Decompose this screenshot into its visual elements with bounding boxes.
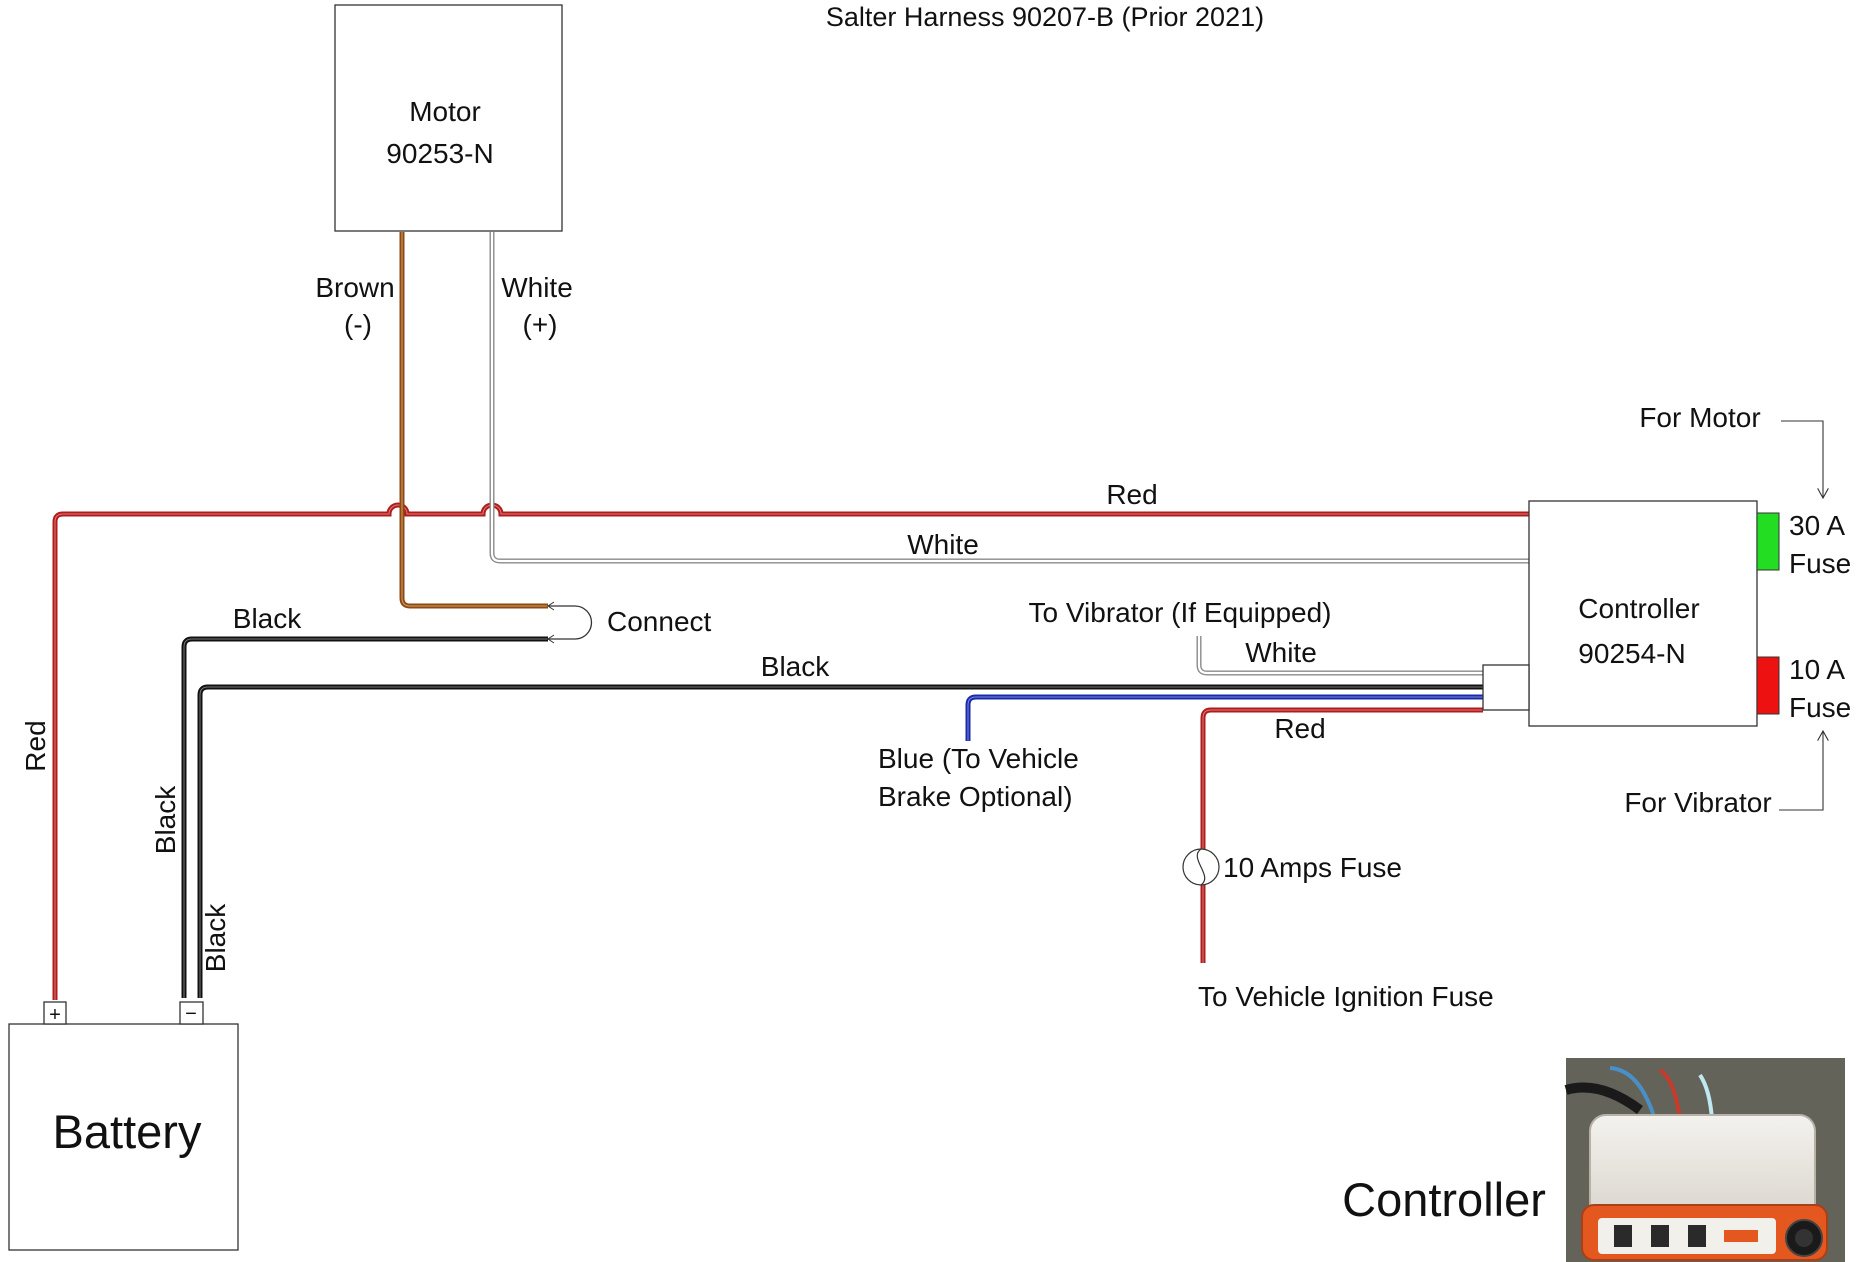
ignition-destination-label: To Vehicle Ignition Fuse <box>1198 981 1494 1012</box>
black-upper-wire <box>181 636 548 998</box>
controller-photo <box>1564 1058 1845 1262</box>
for-motor-arrow-icon <box>1781 420 1823 498</box>
blue-wire <box>965 694 1483 741</box>
fuse-10a-word: Fuse <box>1789 692 1851 723</box>
black-lower-wire <box>197 684 1483 998</box>
inline-fuse-icon <box>1182 848 1220 886</box>
vibrator-white-label: White <box>1245 637 1317 668</box>
controller-box <box>1528 500 1758 727</box>
motor-label: Motor <box>409 96 481 127</box>
red-ignition-wire <box>1200 707 1483 963</box>
for-vibrator-label: For Vibrator <box>1624 787 1771 818</box>
for-motor-label: For Motor <box>1639 402 1760 433</box>
controller-connector <box>1482 664 1530 711</box>
motor-box <box>334 4 563 232</box>
brown-wire-polarity: (-) <box>344 309 372 340</box>
ignition-red-label: Red <box>1274 713 1325 744</box>
battery-minus-terminal <box>179 1001 204 1025</box>
diagram-title: Salter Harness 90207-B (Prior 2021) <box>826 2 1264 32</box>
brown-wire <box>399 232 548 609</box>
black-lower-label: Black <box>761 651 830 682</box>
blue-label-line2: Brake Optional) <box>878 781 1073 812</box>
for-vibrator-arrow-icon <box>1779 731 1823 811</box>
motor-part-number: 90253-N <box>386 138 493 169</box>
black-vertical-label-2: Black <box>200 903 231 972</box>
black-vertical-label-1: Black <box>150 785 181 854</box>
controller-part-number: 90254-N <box>1578 638 1685 669</box>
battery-box <box>8 1023 239 1251</box>
red-battery-label: Red <box>20 720 51 771</box>
white-wire-polarity: (+) <box>523 309 558 340</box>
plus-icon: + <box>49 1004 61 1026</box>
white-main-label: White <box>907 529 979 560</box>
connect-loop <box>547 601 593 644</box>
controller-label: Controller <box>1578 593 1699 624</box>
fuse-10a-value: 10 A <box>1789 654 1845 685</box>
black-upper-label: Black <box>233 603 302 634</box>
brown-wire-label: Brown <box>315 272 394 303</box>
photo-caption: Controller <box>1342 1173 1546 1226</box>
connect-label: Connect <box>607 606 712 637</box>
battery-label: Battery <box>53 1105 202 1158</box>
minus-icon: − <box>185 1003 197 1025</box>
battery-plus-terminal <box>43 1001 67 1025</box>
blue-label-line1: Blue (To Vehicle <box>878 743 1079 774</box>
fuse-30a <box>1756 512 1780 571</box>
fuse-30a-value: 30 A <box>1789 510 1845 541</box>
fuse-30a-word: Fuse <box>1789 548 1851 579</box>
red-main-wire <box>52 502 1529 1000</box>
white-wire-label: White <box>501 272 573 303</box>
vibrator-white-wire <box>1196 636 1483 676</box>
vibrator-label: To Vibrator (If Equipped) <box>1029 597 1332 628</box>
red-main-label: Red <box>1106 479 1157 510</box>
inline-fuse-label: 10 Amps Fuse <box>1223 852 1402 883</box>
fuse-10a <box>1756 656 1780 715</box>
white-main-wire <box>489 232 1529 564</box>
